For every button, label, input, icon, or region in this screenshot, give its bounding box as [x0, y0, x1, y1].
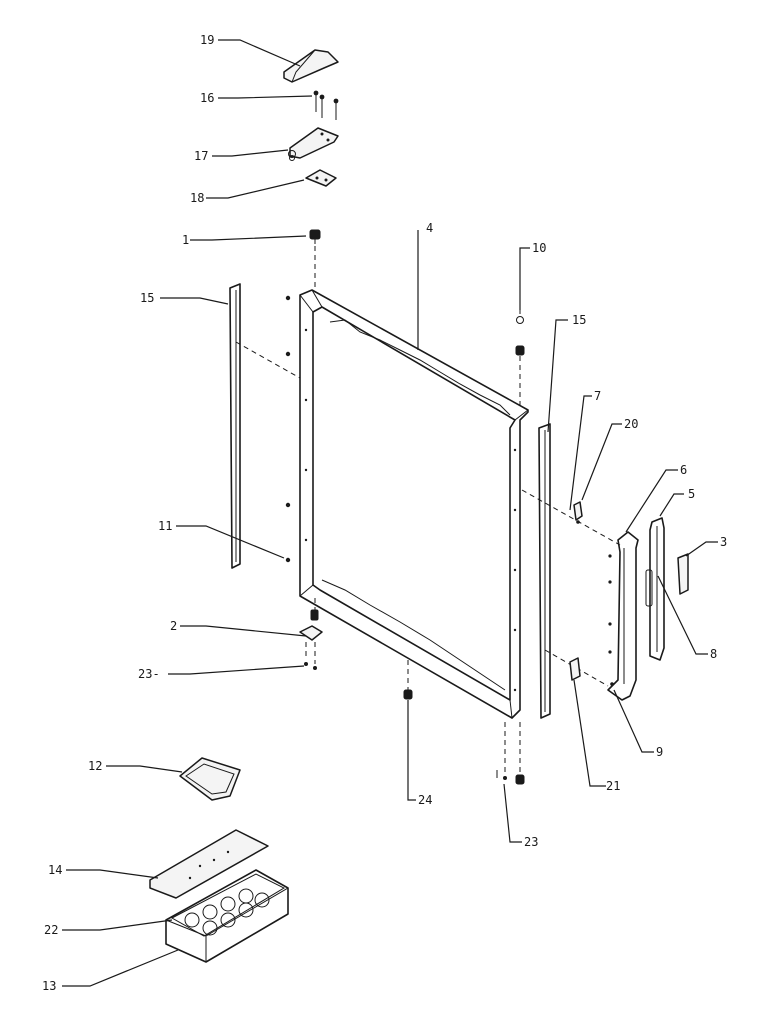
callout-14: 14 [48, 863, 62, 877]
handle-cap-part-3 [677, 553, 689, 595]
callout-15-left: 15 [140, 291, 154, 305]
handle-clip-part-21 [569, 657, 581, 681]
bottom-screw-part-24 [403, 660, 413, 700]
hinge-plate-part-17 [288, 127, 339, 161]
callout-6: 6 [680, 463, 687, 477]
callout-3: 3 [720, 535, 727, 549]
hinge-cover-part-19 [283, 49, 339, 83]
hinge-pin-part-1 [309, 229, 321, 290]
callout-8: 8 [710, 647, 717, 661]
hinge-screws-part-16 [313, 90, 339, 120]
callout-9: 9 [656, 745, 663, 759]
callout-7: 7 [594, 389, 601, 403]
handle-grip-part-5 [649, 517, 665, 661]
callout-2: 2 [170, 619, 177, 633]
door-frame-part-4 [299, 289, 529, 719]
callout-15-right: 15 [572, 313, 586, 327]
callout-22: 22 [44, 923, 58, 937]
callout-5: 5 [688, 487, 695, 501]
callout-18: 18 [190, 191, 204, 205]
ice-bin-part-13 [165, 869, 289, 963]
tray-part-12 [179, 757, 241, 801]
callout-12: 12 [88, 759, 102, 773]
door-trim-strip-left-part-15 [229, 283, 301, 569]
callout-16: 16 [200, 91, 214, 105]
handle-screw-part-9 [610, 682, 614, 686]
hinge-shim-part-18 [305, 169, 337, 187]
callout-4: 4 [426, 221, 433, 235]
callout-23-left: 23- [138, 667, 160, 681]
handle-clip-part-20 [573, 501, 583, 521]
callout-21: 21 [606, 779, 620, 793]
callout-1: 1 [182, 233, 189, 247]
callout-labels: 19 16 17 18 1 4 10 15 15 7 20 6 5 3 8 11… [42, 33, 727, 993]
dash-leaders-handle [521, 489, 621, 687]
handle-screw-part-7 [576, 520, 580, 524]
callout-17: 17 [194, 149, 208, 163]
callout-24: 24 [418, 793, 432, 807]
handle-insert-part-8 [645, 569, 653, 607]
callout-20: 20 [624, 417, 638, 431]
callout-23-right: 23 [524, 835, 538, 849]
callout-19: 19 [200, 33, 214, 47]
callout-10: 10 [532, 241, 546, 255]
ice-tray-part-22 [170, 873, 286, 937]
door-trim-strip-right-part-15 [538, 423, 551, 719]
handle-base-part-6 [607, 531, 639, 701]
shelf-cover-part-14 [149, 829, 269, 899]
callout-11: 11 [158, 519, 172, 533]
bottom-hinge-bracket-part-2 [299, 598, 323, 641]
frame-hole-marks [304, 328, 517, 692]
side-screws-part-11 [285, 295, 291, 563]
callout-13: 13 [42, 979, 56, 993]
bottom-screws-part-23-right [496, 722, 525, 785]
bottom-screws-part-23-left [304, 642, 317, 670]
callout-leaders [62, 39, 718, 987]
